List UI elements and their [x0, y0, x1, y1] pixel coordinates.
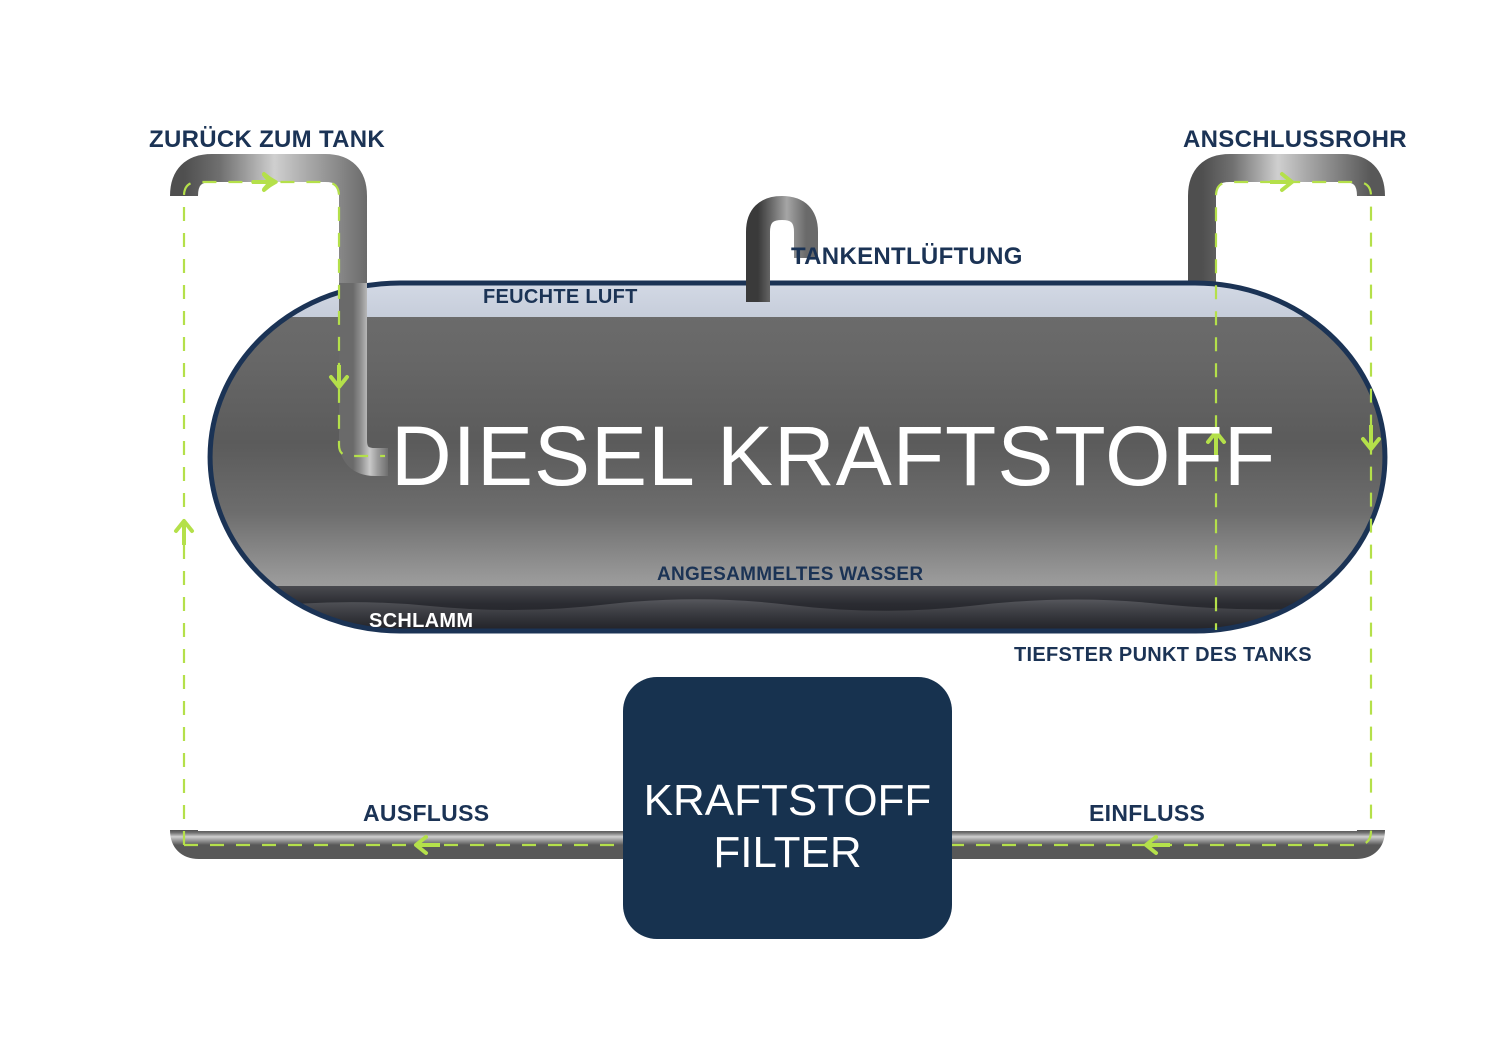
- right-outer-down-arrow: [1361, 425, 1381, 451]
- inflow-pipe-run: [950, 829, 1385, 859]
- tank-title: DIESEL KRAFTSTOFF: [391, 409, 1277, 503]
- return-down-arrow: [329, 365, 349, 389]
- fuel-filter-box[interactable]: [623, 677, 952, 939]
- return-top-arrow: [251, 172, 278, 192]
- label-lowest-point: TIEFSTER PUNKT DES TANKS: [1014, 644, 1312, 666]
- connection-top-arrow: [1270, 172, 1294, 192]
- flow-line-group: [182, 180, 1373, 847]
- label-accumulated-water: ANGESAMMELTES WASSER: [657, 564, 924, 585]
- tank-vent-pipe: [746, 196, 818, 302]
- connection-top-pipe: [1188, 154, 1385, 632]
- label-sludge: SCHLAMM: [369, 610, 474, 632]
- flow-arrowheads: [174, 172, 1381, 855]
- label-moist-air: FEUCHTE LUFT: [483, 286, 638, 308]
- outflow-arrow: [414, 835, 440, 855]
- diesel-tank: [207, 280, 1388, 634]
- moist-air-layer: [210, 283, 1360, 317]
- label-return-to-tank: ZURÜCK ZUM TANK: [149, 126, 386, 153]
- inflow-arrow: [1144, 835, 1170, 855]
- label-outflow: AUSFLUSS: [363, 800, 490, 826]
- fuel-filter-label: KRAFTSTOFF FILTER: [643, 776, 932, 877]
- suction-up-arrow: [1206, 430, 1226, 455]
- label-connection-pipe: ANSCHLUSSROHR: [1183, 126, 1407, 153]
- left-outer-up-arrow: [174, 519, 194, 545]
- label-inflow: EINFLUSS: [1089, 800, 1206, 826]
- label-tank-vent: TANKENTLÜFTUNG: [791, 243, 1023, 270]
